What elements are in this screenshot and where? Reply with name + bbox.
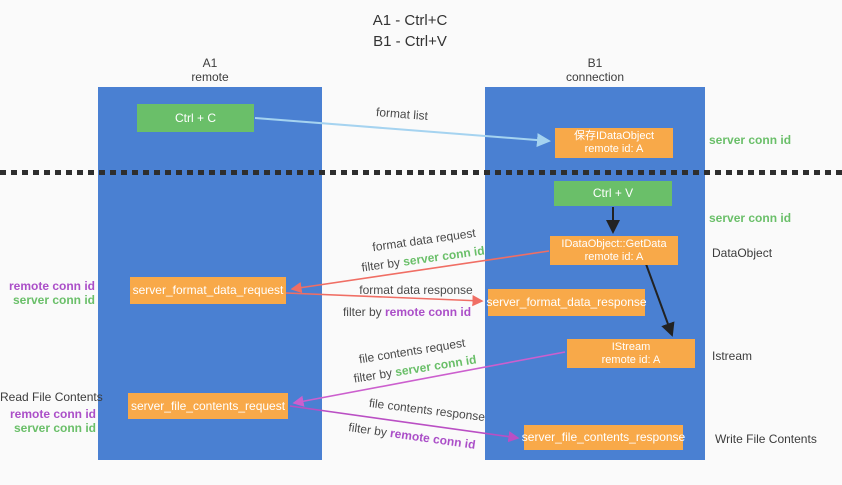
label-dataobject: DataObject <box>712 246 773 260</box>
node-server-format-data-request: server_format_data_request <box>130 277 286 304</box>
filter-by-text: filter by <box>352 365 394 386</box>
label-server-conn-id-1: server conn id <box>12 293 95 307</box>
node-server-file-contents-response-label: server_file_contents_response <box>521 430 686 444</box>
label-server-conn-id-mid: server conn id <box>709 211 792 225</box>
node-server-format-data-response: server_format_data_response <box>486 289 647 316</box>
label-read-file-contents: Read File Contents <box>0 390 103 404</box>
node-server-format-data-request-label: server_format_data_request <box>132 283 284 297</box>
filter-by-text: filter by <box>342 305 382 319</box>
node-server-format-data-response-label: server_format_data_response <box>486 295 647 309</box>
label-remote-conn-id-1: remote conn id <box>8 279 95 293</box>
label-server-conn-id-2: server conn id <box>13 421 96 435</box>
arrowlabel-format-list: format list <box>375 104 429 124</box>
arrowlabel-file-contents-response: file contents response <box>368 395 486 425</box>
lane-b-role: connection <box>565 70 625 84</box>
filter-by-text: filter by <box>360 255 401 275</box>
lane-a-role: remote <box>191 70 229 84</box>
node-server-file-contents-request: server_file_contents_request <box>128 393 288 419</box>
diagram-title: A1 - Ctrl+C B1 - Ctrl+V <box>300 10 520 52</box>
title-line-1: A1 - Ctrl+C <box>372 12 448 29</box>
arrowlabel-filter-format-response: filter by remote conn id <box>343 305 471 319</box>
node-ctrl-c-label: Ctrl + C <box>174 110 216 125</box>
node-server-file-contents-request-label: server_file_contents_request <box>130 398 286 413</box>
label-group-file: Read File Contents remote conn id server… <box>0 390 103 435</box>
remote-conn-id-text: remote conn id <box>389 426 477 452</box>
arrowlabel-format-data-response: format data response <box>359 283 473 297</box>
node-idataobject-getdata: IDataObject::GetData remote id: A <box>550 236 678 265</box>
lane-a-header: A1 remote <box>98 56 322 84</box>
lane-b-header: B1 connection <box>485 56 705 84</box>
label-write-file-contents: Write File Contents <box>715 432 817 446</box>
node-ctrl-v: Ctrl + V <box>554 181 672 206</box>
node-idataobject-getdata-line2: remote id: A <box>584 250 644 263</box>
node-istream-line1: IStream <box>611 340 651 353</box>
node-ctrl-v-label: Ctrl + V <box>592 186 634 200</box>
node-server-file-contents-response: server_file_contents_response <box>521 425 686 450</box>
node-istream: IStream remote id: A <box>567 339 695 368</box>
label-remote-conn-id-2: remote conn id <box>9 407 96 421</box>
remote-conn-id-text: remote conn id <box>385 305 472 319</box>
arrowlabel-filter-file-response: filter by remote conn id <box>348 420 477 452</box>
lane-a-name: A1 <box>202 56 218 70</box>
node-idataobject-getdata-line1: IDataObject::GetData <box>561 237 667 250</box>
node-ctrl-c: Ctrl + C <box>137 104 254 132</box>
title-line-2: B1 - Ctrl+V <box>373 33 447 50</box>
filter-by-text: filter by <box>347 420 388 440</box>
lane-b-name: B1 <box>587 56 603 70</box>
node-save-idataobject-line1: 保存IDataObject <box>573 130 655 142</box>
label-group-format: remote conn id server conn id <box>0 279 95 307</box>
label-istream: Istream <box>712 349 753 363</box>
label-server-conn-id-top: server conn id <box>709 133 792 147</box>
phase-divider-dotted-line <box>0 170 842 175</box>
node-istream-line2: remote id: A <box>601 353 661 366</box>
node-save-idataobject-line2: remote id: A <box>584 143 644 155</box>
node-save-idataobject: 保存IDataObject remote id: A <box>555 128 673 158</box>
